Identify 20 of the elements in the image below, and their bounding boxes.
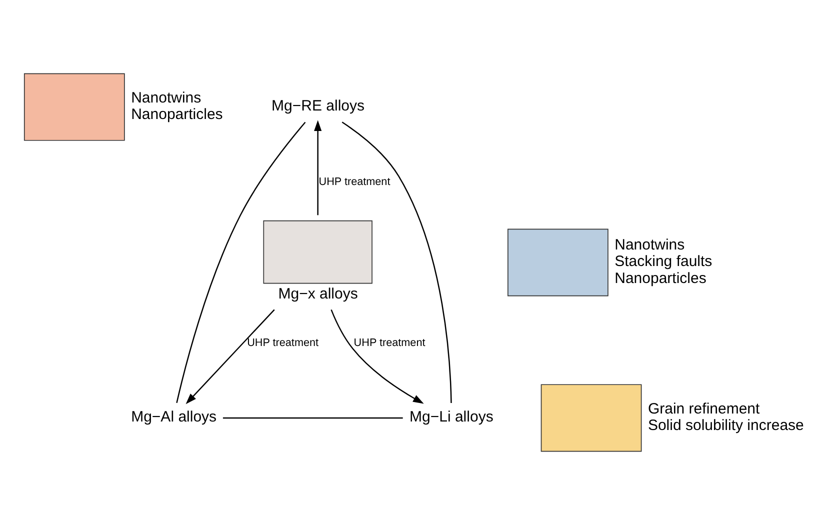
node-label: Nanotwins: [614, 236, 685, 253]
connector: [176, 121, 306, 402]
node-text: Mg−Li alloys: [410, 408, 494, 426]
node-label: Solid solubility increase: [648, 416, 804, 434]
node-label: Nanotwins: [131, 88, 202, 106]
node-text: Mg−Al alloys: [131, 408, 217, 426]
node-label: Mg−x alloys: [278, 285, 358, 302]
node-label: Nanoparticles: [131, 106, 223, 123]
node-label: Grain refinement: [648, 400, 760, 417]
arrow: [314, 120, 322, 215]
edge-label: UHP treatment: [318, 175, 390, 188]
node-label: Nanoparticles: [614, 269, 706, 286]
arrow: [186, 308, 275, 404]
connector: [222, 416, 403, 418]
node-label: Stacking faults: [614, 252, 712, 270]
connector: [342, 121, 452, 402]
node-text: Mg−RE alloys: [272, 97, 365, 114]
edge-label: UHP treatment: [247, 336, 319, 348]
arrow: [330, 308, 424, 404]
edge-label: UHP treatment: [354, 336, 426, 348]
